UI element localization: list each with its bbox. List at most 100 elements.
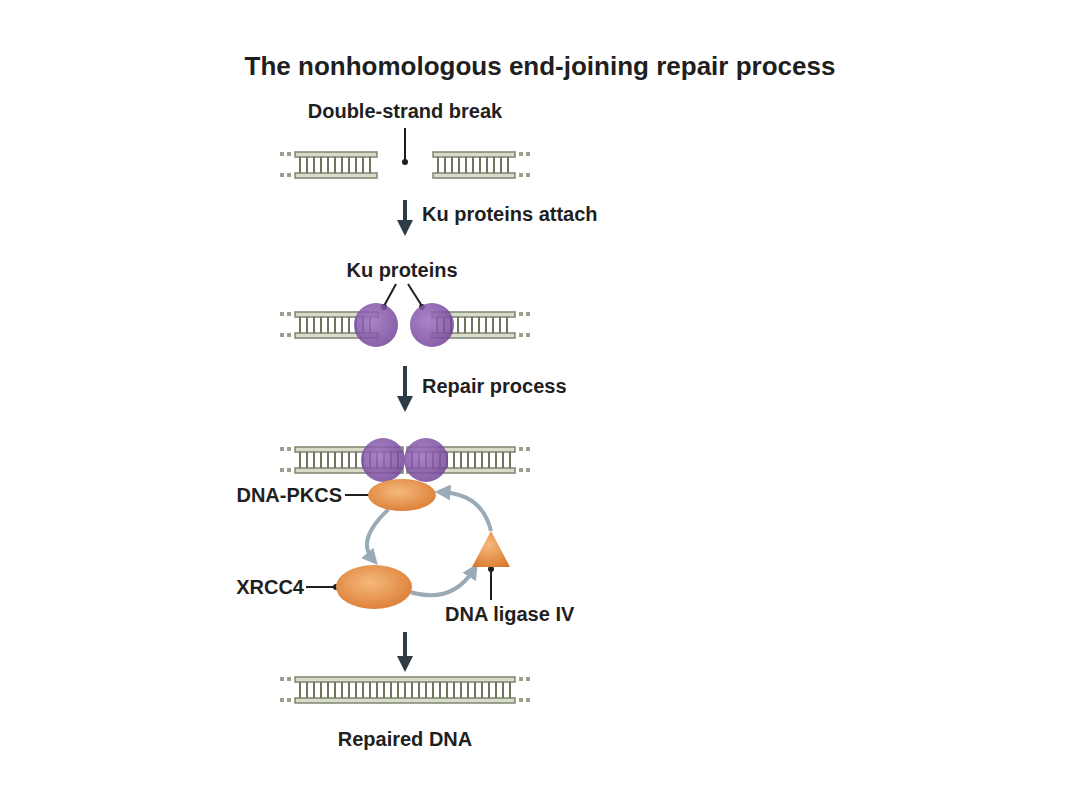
base-pair xyxy=(467,452,469,468)
strand-continuation xyxy=(280,468,284,472)
base-pair xyxy=(509,682,511,698)
base-pair xyxy=(444,157,446,173)
strand-continuation xyxy=(287,312,291,316)
leader-line xyxy=(306,586,336,588)
base-pair xyxy=(348,452,350,468)
base-pair xyxy=(334,157,336,173)
base-pair xyxy=(471,317,473,333)
dna-strand xyxy=(295,173,377,178)
strand-continuation xyxy=(280,152,284,156)
part-label: DNA ligase IV xyxy=(445,603,574,625)
base-pair xyxy=(411,682,413,698)
dna-strand xyxy=(433,152,515,157)
base-pair xyxy=(376,682,378,698)
node-outline xyxy=(368,479,436,511)
strand-continuation xyxy=(526,677,530,681)
leader-dot xyxy=(402,159,408,165)
strand-continuation xyxy=(519,173,523,177)
base-pair xyxy=(327,157,329,173)
strand-continuation xyxy=(526,152,530,156)
base-pair xyxy=(457,317,459,333)
dna-strand xyxy=(295,698,515,703)
base-pair xyxy=(306,452,308,468)
base-pair xyxy=(418,682,420,698)
base-pair xyxy=(479,157,481,173)
base-pair xyxy=(313,452,315,468)
base-pair xyxy=(506,317,508,333)
base-pair xyxy=(404,682,406,698)
dna-strand xyxy=(295,677,515,682)
base-pair xyxy=(451,157,453,173)
base-pair xyxy=(481,682,483,698)
base-pair xyxy=(306,682,308,698)
base-pair xyxy=(458,157,460,173)
base-pair xyxy=(369,682,371,698)
base-pair xyxy=(397,682,399,698)
base-pair xyxy=(460,452,462,468)
strand-continuation xyxy=(526,333,530,337)
strand-continuation xyxy=(526,447,530,451)
strand-continuation xyxy=(280,447,284,451)
base-pair xyxy=(362,682,364,698)
leader-line xyxy=(408,284,422,306)
base-pair xyxy=(383,682,385,698)
base-pair xyxy=(485,317,487,333)
strand-continuation xyxy=(280,333,284,337)
dna-strand xyxy=(295,152,377,157)
base-pair xyxy=(313,682,315,698)
base-pair xyxy=(334,682,336,698)
base-pair xyxy=(460,682,462,698)
flow-arrow xyxy=(403,366,407,404)
base-pair xyxy=(464,317,466,333)
base-pair xyxy=(481,452,483,468)
base-pair xyxy=(355,157,357,173)
base-pair xyxy=(341,682,343,698)
strand-continuation xyxy=(526,698,530,702)
base-pair xyxy=(313,157,315,173)
base-pair xyxy=(306,317,308,333)
base-pair xyxy=(437,157,439,173)
base-pair xyxy=(493,157,495,173)
protein-oval: DNA-PKCS xyxy=(368,479,436,511)
base-pair xyxy=(425,682,427,698)
base-pair xyxy=(432,682,434,698)
base-pair xyxy=(486,157,488,173)
strand-continuation xyxy=(519,677,523,681)
strand-continuation xyxy=(287,468,291,472)
part-label: DNA-PKCS xyxy=(236,484,342,506)
base-pair xyxy=(320,682,322,698)
label: Ku proteins attach xyxy=(422,203,598,225)
base-pair xyxy=(320,452,322,468)
cycle-arrow xyxy=(410,570,473,595)
strand-continuation xyxy=(287,677,291,681)
base-pair xyxy=(500,157,502,173)
flow-arrow xyxy=(403,632,407,664)
protein-oval: XRCC4 xyxy=(336,565,412,609)
base-pair xyxy=(320,317,322,333)
ligase-shape: DNA ligase IV xyxy=(472,531,510,567)
strand-continuation xyxy=(526,173,530,177)
base-pair xyxy=(306,157,308,173)
ku-protein xyxy=(404,438,448,482)
base-pair xyxy=(341,317,343,333)
flow-arrow xyxy=(403,200,407,228)
base-pair xyxy=(369,157,371,173)
base-pair xyxy=(313,317,315,333)
strand-continuation xyxy=(287,333,291,337)
strand-continuation xyxy=(287,173,291,177)
strand-continuation xyxy=(287,152,291,156)
label: Double-strand break xyxy=(308,100,502,122)
strand-continuation xyxy=(519,312,523,316)
base-pair xyxy=(474,452,476,468)
strand-continuation xyxy=(280,698,284,702)
label: Repair process xyxy=(422,375,567,397)
base-pair xyxy=(446,682,448,698)
base-pair xyxy=(509,452,511,468)
node-outline xyxy=(336,565,412,609)
base-pair xyxy=(341,452,343,468)
base-pair xyxy=(502,452,504,468)
base-pair xyxy=(327,317,329,333)
leader-line xyxy=(345,494,370,496)
base-pair xyxy=(299,157,301,173)
